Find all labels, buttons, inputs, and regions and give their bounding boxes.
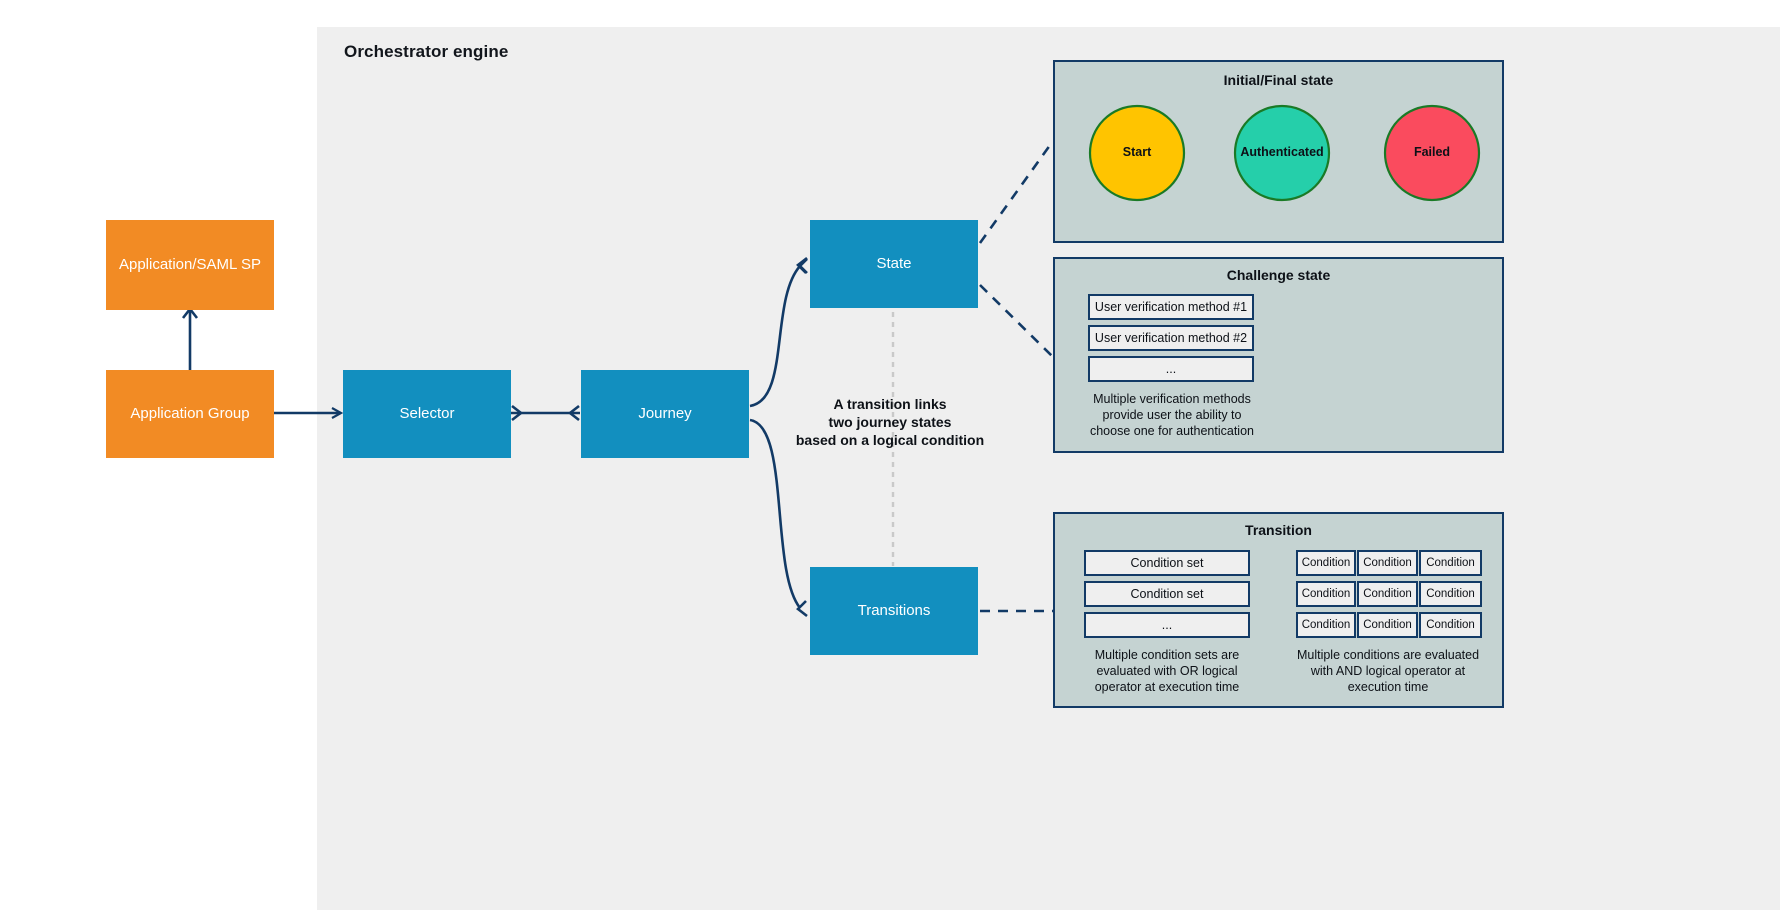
challenge-state-caption-line3: choose one for authentication xyxy=(1089,424,1254,438)
node-state-label: State xyxy=(876,254,912,272)
condition-cell-r1c3[interactable]: Condition xyxy=(1419,550,1482,576)
transition-right-caption-line1: Multiple conditions are evaluated xyxy=(1296,648,1480,662)
challenge-state-caption: Multiple verification methods provide us… xyxy=(1082,391,1262,439)
panel-initial-final-state-title: Initial/Final state xyxy=(1223,72,1334,88)
state-circle-authenticated-label: Authenticated xyxy=(1240,145,1324,159)
condition-cell-r1c2-label: Condition xyxy=(1363,557,1412,569)
condition-cell-r2c1[interactable]: Condition xyxy=(1296,581,1356,607)
transition-right-caption-line3: execution time xyxy=(1347,680,1429,694)
challenge-method-2[interactable]: User verification method #2 xyxy=(1088,325,1254,351)
condition-set-1[interactable]: Condition set xyxy=(1084,550,1250,576)
transition-annotation: A transition links two journey states ba… xyxy=(790,396,990,450)
condition-cell-r2c2[interactable]: Condition xyxy=(1357,581,1418,607)
condition-cell-r1c2[interactable]: Condition xyxy=(1357,550,1418,576)
challenge-method-1[interactable]: User verification method #1 xyxy=(1088,294,1254,320)
transition-left-caption-line3: operator at execution time xyxy=(1094,680,1240,694)
node-application-group[interactable]: Application Group xyxy=(106,370,274,458)
challenge-method-2-label: User verification method #2 xyxy=(1094,331,1248,345)
condition-set-2[interactable]: Condition set xyxy=(1084,581,1250,607)
node-state[interactable]: State xyxy=(810,220,978,308)
panel-challenge-state-title: Challenge state xyxy=(1226,267,1331,283)
transition-annotation-line2: two journey states xyxy=(828,413,952,430)
transition-right-caption: Multiple conditions are evaluated with A… xyxy=(1288,647,1488,695)
condition-set-2-label: Condition set xyxy=(1130,587,1204,601)
condition-set-more-label: ... xyxy=(1161,618,1173,632)
transition-left-caption-line1: Multiple condition sets are xyxy=(1094,648,1240,662)
condition-cell-r3c2-label: Condition xyxy=(1363,619,1412,631)
challenge-method-more-label: ... xyxy=(1165,362,1177,376)
transition-annotation-line3: based on a logical condition xyxy=(795,431,985,448)
node-application-group-label: Application Group xyxy=(130,404,250,422)
node-journey[interactable]: Journey xyxy=(581,370,749,458)
condition-cell-r3c1[interactable]: Condition xyxy=(1296,612,1356,638)
condition-cell-r3c3[interactable]: Condition xyxy=(1419,612,1482,638)
edge-appgroup-to-appsamlsp xyxy=(181,306,199,372)
node-journey-label: Journey xyxy=(638,404,692,422)
condition-cell-r3c2[interactable]: Condition xyxy=(1357,612,1418,638)
state-circle-failed-label: Failed xyxy=(1413,145,1451,159)
transition-right-caption-line2: with AND logical operator at xyxy=(1310,664,1466,678)
transition-left-caption: Multiple condition sets are evaluated wi… xyxy=(1084,647,1250,695)
condition-cell-r2c3[interactable]: Condition xyxy=(1419,581,1482,607)
condition-cell-r2c2-label: Condition xyxy=(1363,588,1412,600)
node-transitions[interactable]: Transitions xyxy=(810,567,978,655)
challenge-method-more[interactable]: ... xyxy=(1088,356,1254,382)
condition-set-more[interactable]: ... xyxy=(1084,612,1250,638)
node-application-saml-sp-label: Application/SAML SP xyxy=(118,255,262,273)
node-selector-label: Selector xyxy=(399,404,455,422)
node-application-saml-sp[interactable]: Application/SAML SP xyxy=(106,220,274,310)
transition-annotation-line1: A transition links xyxy=(833,396,947,412)
orchestrator-engine-panel xyxy=(317,27,1780,910)
transition-left-caption-line2: evaluated with OR logical xyxy=(1096,664,1238,678)
condition-cell-r2c1-label: Condition xyxy=(1301,588,1351,600)
panel-transition: Transition xyxy=(1053,512,1504,708)
condition-cell-r1c1-label: Condition xyxy=(1301,557,1351,569)
state-circle-start-label: Start xyxy=(1122,145,1152,159)
challenge-state-caption-line2: provide user the ability to xyxy=(1102,408,1242,422)
challenge-method-1-label: User verification method #1 xyxy=(1094,300,1248,314)
condition-cell-r3c1-label: Condition xyxy=(1301,619,1351,631)
panel-transition-title: Transition xyxy=(1245,522,1312,538)
node-transitions-label: Transitions xyxy=(857,601,931,619)
condition-set-1-label: Condition set xyxy=(1130,556,1204,570)
orchestrator-engine-title: Orchestrator engine xyxy=(344,42,509,61)
condition-cell-r1c1[interactable]: Condition xyxy=(1296,550,1356,576)
condition-cell-r3c3-label: Condition xyxy=(1426,619,1475,631)
panel-challenge-state: Challenge state xyxy=(1053,257,1504,453)
node-selector[interactable]: Selector xyxy=(343,370,511,458)
challenge-state-caption-line1: Multiple verification methods xyxy=(1093,392,1251,406)
condition-cell-r2c3-label: Condition xyxy=(1426,588,1475,600)
condition-cell-r1c3-label: Condition xyxy=(1426,557,1475,569)
